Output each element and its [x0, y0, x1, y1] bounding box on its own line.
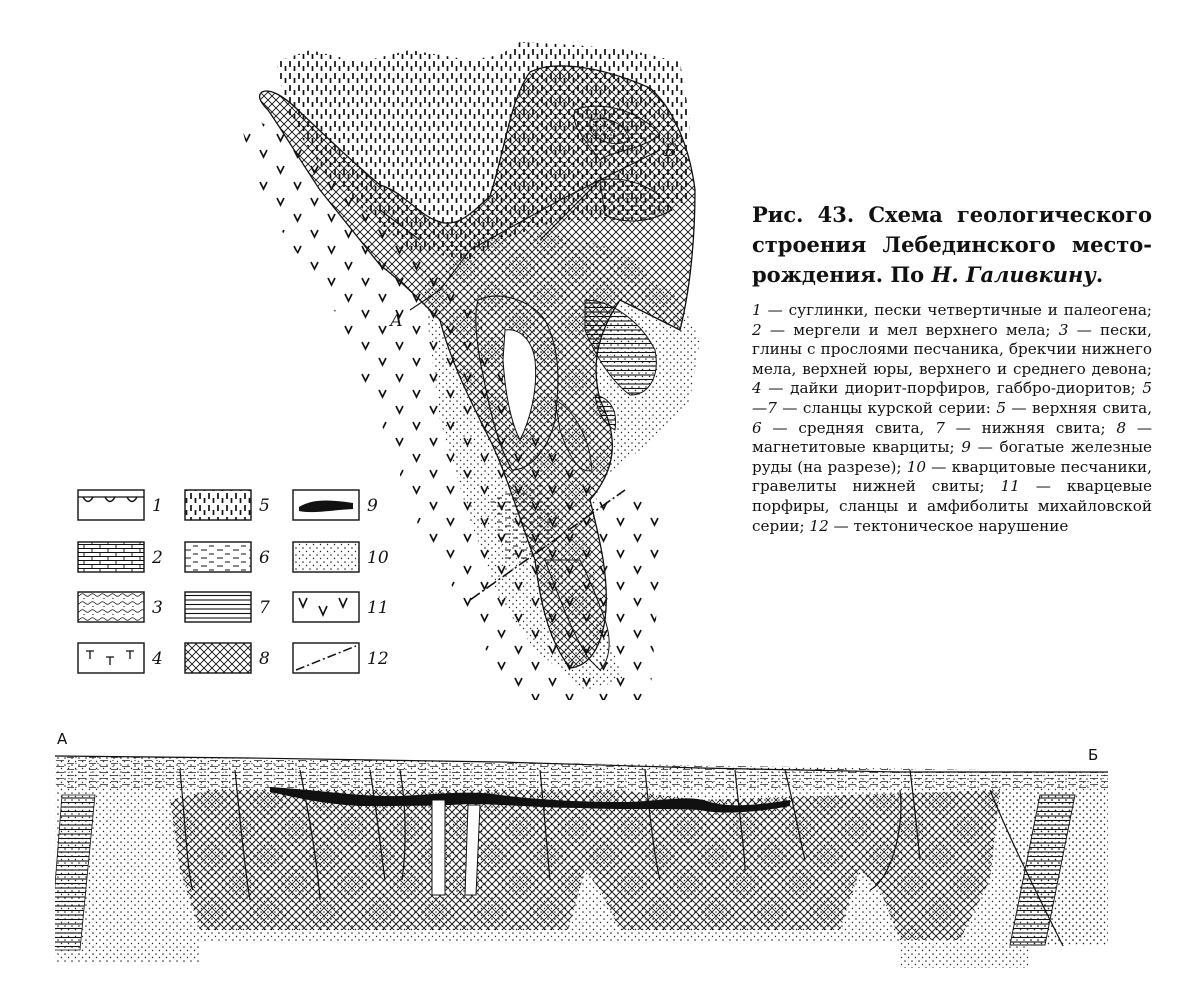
map-fold-core-inner: [502, 329, 537, 442]
map-label-b: Б: [663, 141, 677, 161]
legend-swatch-12: [292, 642, 360, 674]
section-unit-7-band: [1009, 794, 1076, 946]
legend-item-9: 9: [292, 489, 378, 521]
legend-item-6: 6: [184, 541, 270, 573]
legend-label-3: 3: [152, 598, 163, 618]
legend-swatch-1: [77, 489, 145, 521]
legend-label-5: 5: [259, 496, 270, 516]
map-unit-7-lens: [594, 394, 617, 431]
legend-label-11: 11: [367, 598, 389, 618]
legend-item-3: 3: [77, 591, 163, 623]
map-fault-line: [469, 489, 626, 601]
legend-label-7: 7: [259, 598, 270, 618]
legend-item-12: 12: [292, 642, 389, 674]
legend-item-7: 7: [184, 591, 270, 623]
section-unit-4-dyke: [464, 804, 481, 896]
legend-label-12: 12: [367, 649, 389, 669]
legend-swatch-2: [77, 541, 145, 573]
map-label-a: А: [389, 311, 403, 331]
map-fold-limb: [554, 399, 593, 472]
legend-symbols: 1 5 9 2 6 10 3 7 11 4 8 12: [77, 489, 389, 674]
section-unit-4-dyke: [431, 799, 446, 896]
map-fold-limb: [589, 118, 631, 144]
legend-swatch-8: [184, 642, 252, 674]
section-unit-7-band: [55, 794, 96, 951]
legend-label-4: 4: [151, 649, 163, 669]
map-unit-10-tail: [544, 559, 610, 671]
legend-swatch-4: [77, 642, 145, 674]
legend-swatch-7: [184, 591, 252, 623]
legend-swatch-10: [292, 541, 360, 573]
geologic-map: А Б: [238, 42, 700, 700]
legend-item-1: 1: [77, 489, 163, 521]
legend-label-8: 8: [259, 649, 270, 669]
legend-label-10: 10: [367, 548, 389, 568]
legend-label-2: 2: [151, 548, 163, 568]
map-unit-6-band: [599, 178, 673, 222]
legend-item-5: 5: [184, 489, 270, 521]
figure-caption: Рис. 43. Схема геологического строения Л…: [752, 200, 1152, 536]
section-label-b: Б: [1088, 746, 1098, 764]
legend-label-6: 6: [259, 548, 270, 568]
legend-swatch-3: [77, 591, 145, 623]
map-fault-line: [379, 209, 421, 241]
legend-item-2: 2: [77, 541, 163, 573]
legend-item-11: 11: [292, 591, 389, 623]
map-unit-7-lens: [584, 299, 657, 396]
legend-swatch-5: [184, 489, 252, 521]
section-faults: [179, 769, 1071, 961]
cross-section: А Б: [54, 730, 1108, 968]
figure-title: Рис. 43. Схема геологического строения Л…: [752, 202, 1152, 287]
legend-item-4: 4: [77, 642, 163, 674]
map-fault-line: [539, 179, 601, 241]
section-unit-9-ore: [270, 787, 790, 813]
legend-item-10: 10: [292, 541, 389, 573]
legend-text: 1 — суглинки, пески четвертичные и палео…: [752, 301, 1153, 535]
section-unit-8-quartzite: [170, 790, 1000, 940]
section-label-a: А: [57, 730, 68, 748]
section-ground-surface: [54, 755, 1108, 773]
legend-item-8: 8: [184, 642, 270, 674]
legend-swatch-6: [184, 541, 252, 573]
section-line-a-b: [409, 149, 661, 311]
figure-author: Н. Галивкину: [931, 262, 1096, 287]
legend-label-1: 1: [152, 496, 163, 516]
legend-label-9: 9: [367, 496, 378, 516]
section-cover-sediments: [55, 755, 1108, 790]
